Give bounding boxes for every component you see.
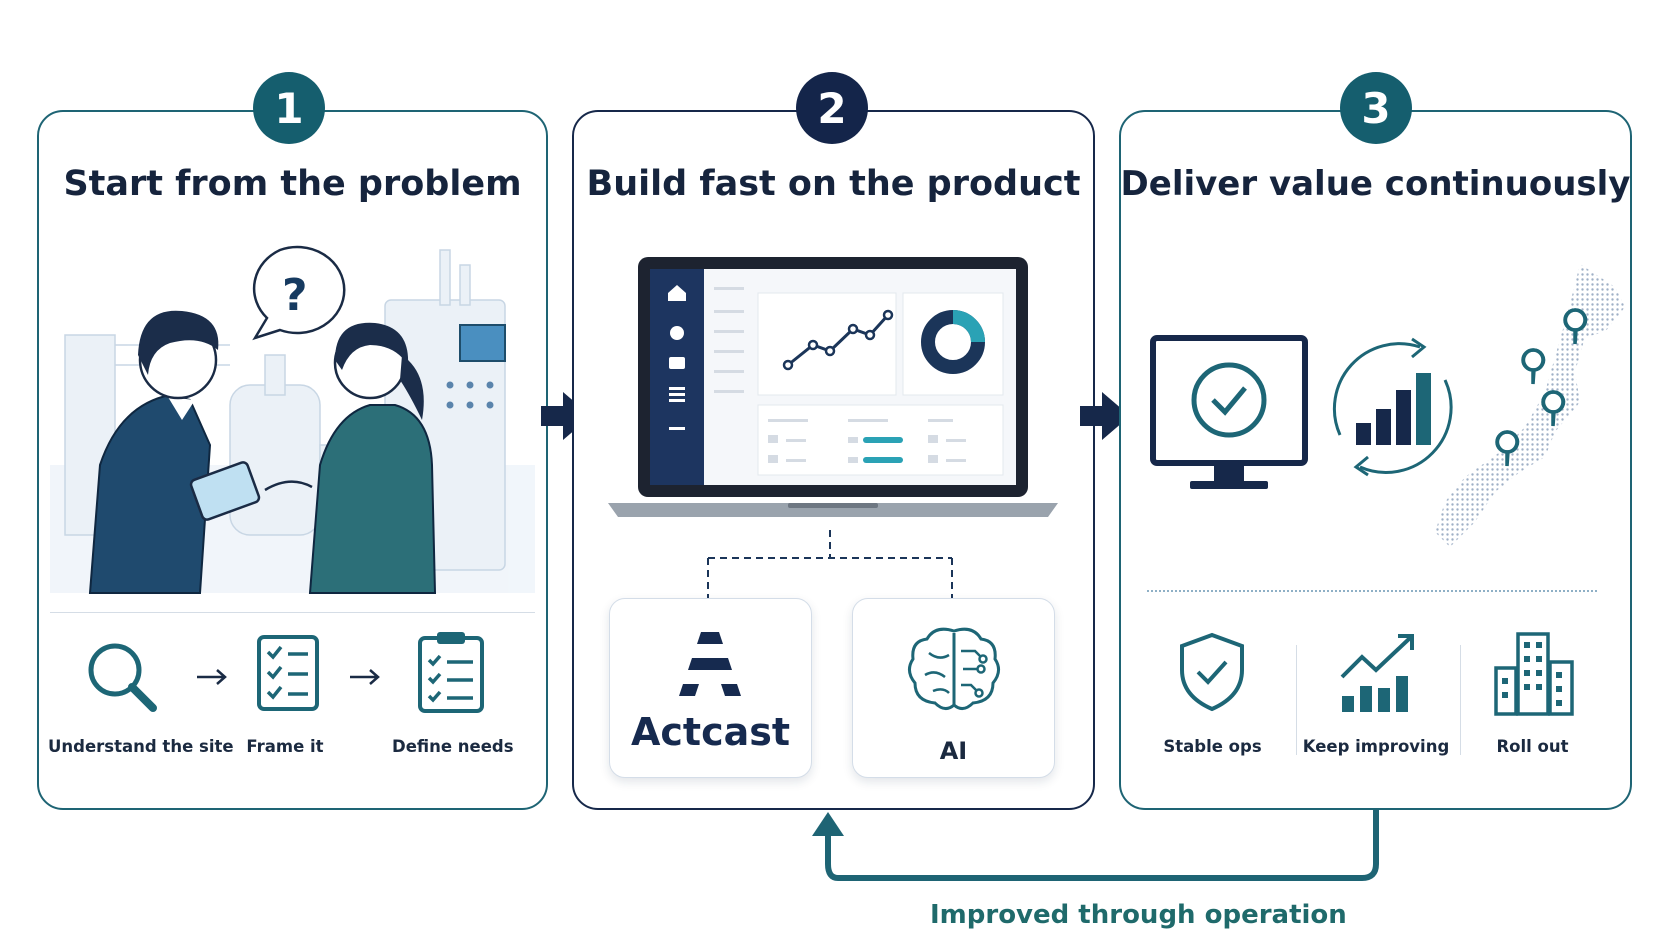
magnifier-icon xyxy=(88,643,157,712)
feedback-label: Improved through operation xyxy=(930,900,1347,930)
step-3-title: Deliver value continuously xyxy=(1120,164,1631,204)
svg-text:?: ? xyxy=(282,270,308,321)
outcome-rollout-label: Roll out xyxy=(1496,737,1569,756)
growth-chart-icon xyxy=(1340,634,1414,712)
arrow-right-icon xyxy=(197,669,227,685)
step-2-badge: 2 xyxy=(796,72,868,144)
outcome-improving-label: Keep improving xyxy=(1302,737,1450,756)
flow-arrow-icon xyxy=(1080,392,1130,440)
ai-label: AI xyxy=(939,737,968,765)
monitor-check-icon xyxy=(1150,335,1308,489)
checklist-icon xyxy=(257,635,319,711)
step-1-badge: 1 xyxy=(253,72,325,144)
continuous-growth-icon xyxy=(1332,337,1453,477)
step-1-divider xyxy=(50,612,535,613)
actcast-card xyxy=(609,598,812,778)
step-3-divider xyxy=(1147,590,1597,592)
outcome-divider xyxy=(1296,645,1297,755)
outcome-stable-label: Stable ops xyxy=(1163,737,1262,756)
step-2-title: Build fast on the product xyxy=(586,164,1081,204)
laptop-dashboard-illustration xyxy=(608,257,1058,517)
substep-frame-label: Frame it xyxy=(246,737,324,756)
step-3-badge: 3 xyxy=(1340,72,1412,144)
substep-define-label: Define needs xyxy=(392,737,514,756)
arrow-right-icon xyxy=(350,669,380,685)
substep-understand-label: Understand the site xyxy=(48,737,234,756)
step-1-title: Start from the problem xyxy=(63,164,522,204)
clipboard-checklist-icon xyxy=(418,632,484,713)
outcome-divider xyxy=(1460,645,1461,755)
actcast-label: Actcast xyxy=(630,710,791,754)
japan-map-pins-icon xyxy=(1435,264,1625,547)
shield-check-icon xyxy=(1180,632,1244,712)
consultation-illustration: ? xyxy=(50,245,535,594)
actcast-logo-icon xyxy=(679,632,741,696)
buildings-icon xyxy=(1494,632,1574,716)
component-connector xyxy=(707,530,953,598)
flow-arrow-icon xyxy=(541,392,591,440)
feedback-loop-arrow xyxy=(812,810,1379,881)
brain-circuit-icon xyxy=(908,627,1000,710)
